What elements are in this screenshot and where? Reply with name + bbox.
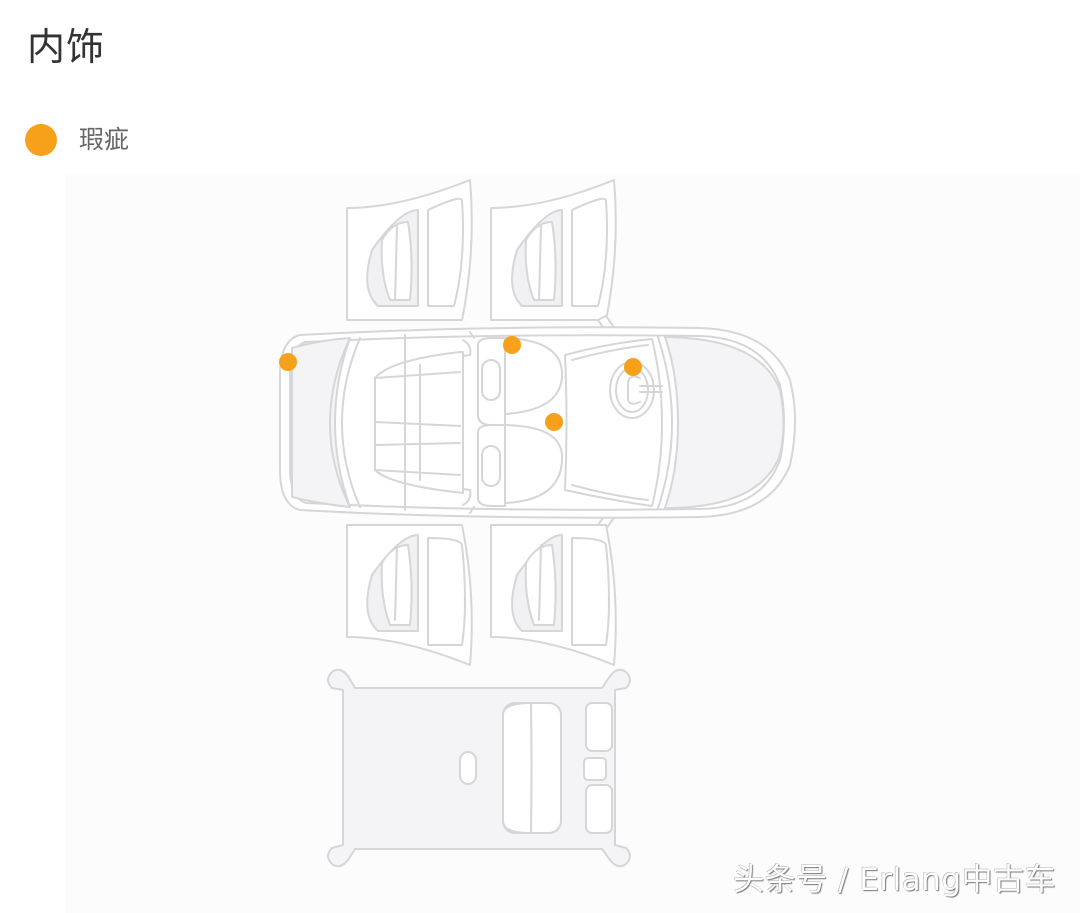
legend-label-defect: 瑕疵	[79, 125, 130, 154]
roof-headliner	[327, 668, 631, 868]
door-top-left	[346, 179, 473, 321]
car-body	[279, 315, 796, 530]
legend: 瑕疵	[25, 124, 129, 156]
door-bottom-right	[490, 524, 617, 666]
defect-legend-dot-icon	[25, 124, 57, 156]
defect-marker-dot-icon[interactable]	[545, 413, 563, 431]
defect-marker-dot-icon[interactable]	[624, 358, 642, 376]
section-title: 内饰	[27, 25, 106, 69]
door-top-right	[490, 179, 617, 321]
defect-markers	[279, 336, 642, 431]
defect-marker-dot-icon[interactable]	[503, 336, 521, 354]
door-bottom-left	[346, 524, 473, 666]
defect-marker-dot-icon[interactable]	[279, 353, 297, 371]
watermark: 头条号 / Erlang中古车	[733, 862, 1056, 898]
